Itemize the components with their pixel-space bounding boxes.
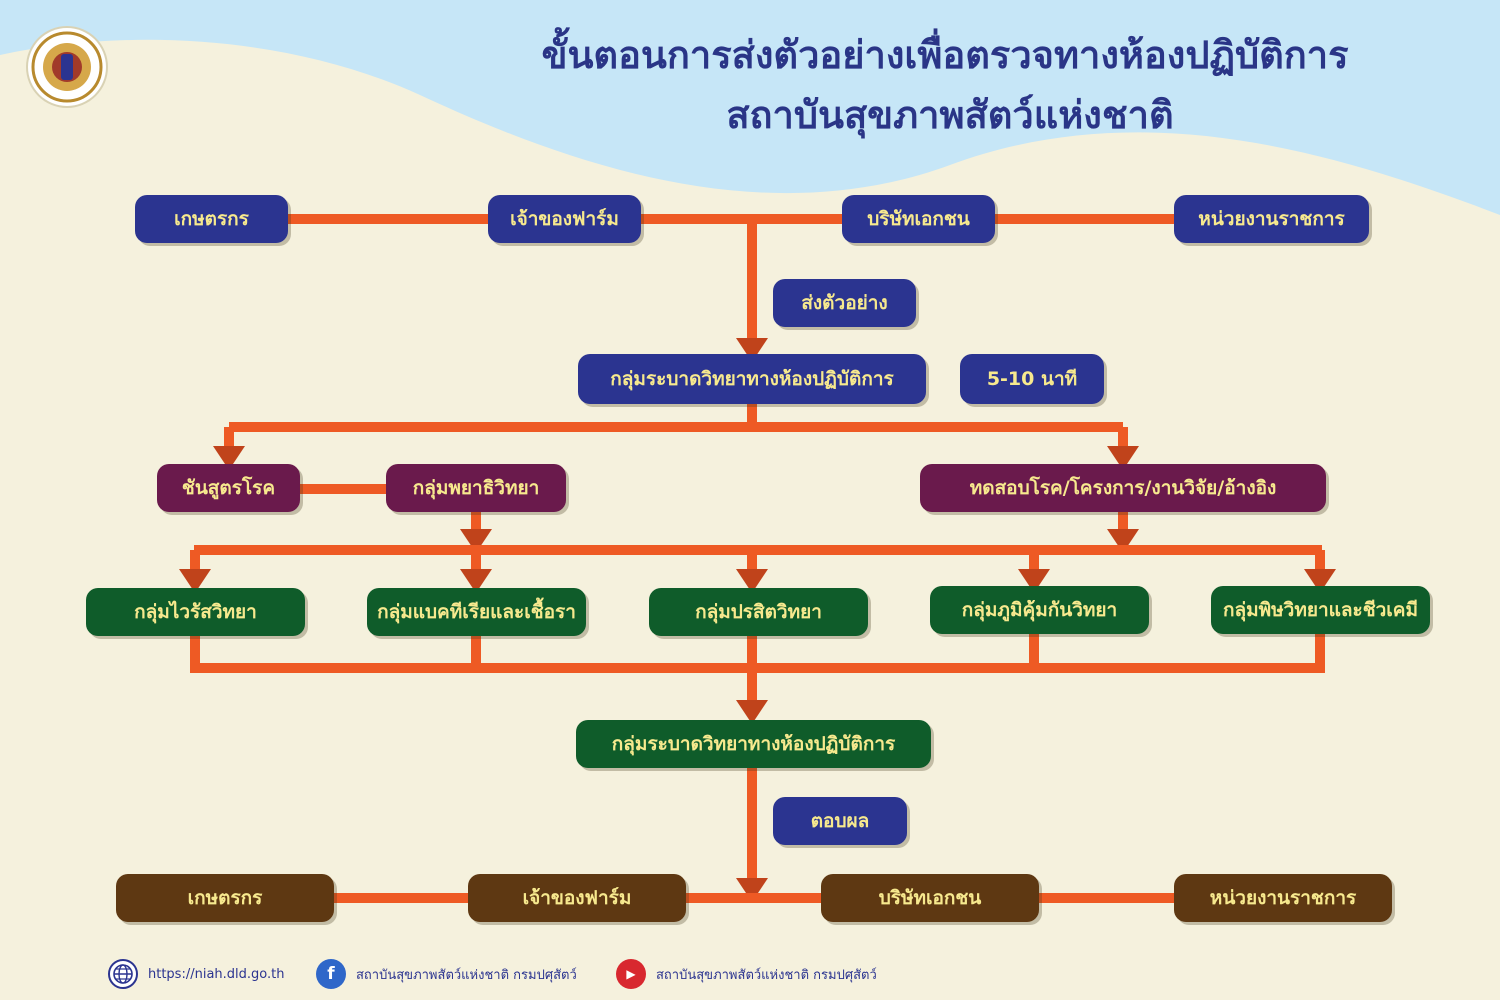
title-line-2: สถาบันสุขภาพสัตว์แห่งชาติ [726,93,1174,137]
arrow-head [736,878,768,902]
time-badge: 5-10 นาที [960,354,1104,404]
receiver-government-agency: หน่วยงานราชการ [1174,874,1392,922]
sender-government-agency: หน่วยงานราชการ [1174,195,1369,243]
arrow-head [1107,529,1139,553]
sender-farmer: เกษตรกร [135,195,288,243]
sender-private-company: บริษัทเอกชน [842,195,995,243]
report-epidemiology-lab: กลุ่มระบาดวิทยาทางห้องปฏิบัติการ [576,720,931,768]
step-report-result: ตอบผล [773,797,907,845]
sender-farm-owner: เจ้าของฟาร์ม [488,195,641,243]
lab-virology: กลุ่มไวรัสวิทยา [86,588,305,636]
receiver-private-company: บริษัทเอกชน [821,874,1039,922]
footer-facebook[interactable]: f สถาบันสุขภาพสัตว์แห่งชาติ กรมปศุสัตว์ [316,958,577,990]
arrow-head [1107,446,1139,470]
route-diagnosis: ชันสูตรโรค [157,464,300,512]
arrow-head [213,446,245,470]
lab-immunology: กลุ่มภูมิคุ้มกันวิทยา [930,586,1149,634]
step-send-sample: ส่งตัวอย่าง [773,279,916,327]
footer-facebook-text: สถาบันสุขภาพสัตว์แห่งชาติ กรมปศุสัตว์ [356,967,577,983]
lab-parasitology: กลุ่มปรสิตวิทยา [649,588,868,636]
receiver-farmer: เกษตรกร [116,874,334,922]
lab-toxicology-biochemistry: กลุ่มพิษวิทยาและชีวเคมี [1211,586,1430,634]
lab-bacteriology-mycology: กลุ่มแบคทีเรียและเชื้อรา [367,588,586,636]
footer-website[interactable]: https://niah.dld.go.th [108,958,284,990]
receiver-farm-owner: เจ้าของฟาร์ม [468,874,686,922]
arrow-head [1018,569,1050,593]
arrow-head [460,569,492,593]
arrow-head [736,569,768,593]
arrow-head [460,529,492,553]
footer-youtube[interactable]: ▶ สถาบันสุขภาพสัตว์แห่งชาติ กรมปศุสัตว์ [616,958,877,990]
institute-logo [28,28,106,106]
youtube-icon: ▶ [616,959,646,989]
facebook-icon: f [316,959,346,989]
reception-epidemiology-lab: กลุ่มระบาดวิทยาทางห้องปฏิบัติการ [578,354,926,404]
route-pathology: กลุ่มพยาธิวิทยา [386,464,566,512]
arrow-head [736,338,768,362]
footer-website-text: https://niah.dld.go.th [148,966,285,982]
title-line-1: ขั้นตอนการส่งตัวอย่างเพื่อตรวจทางห้องปฏิ… [541,33,1349,77]
footer-youtube-text: สถาบันสุขภาพสัตว์แห่งชาติ กรมปศุสัตว์ [656,967,877,983]
arrow-head [736,700,768,724]
globe-icon [108,959,138,989]
arrow-head [179,569,211,593]
arrow-head [1304,569,1336,593]
route-testing-research: ทดสอบโรค/โครงการ/งานวิจัย/อ้างอิง [920,464,1326,512]
